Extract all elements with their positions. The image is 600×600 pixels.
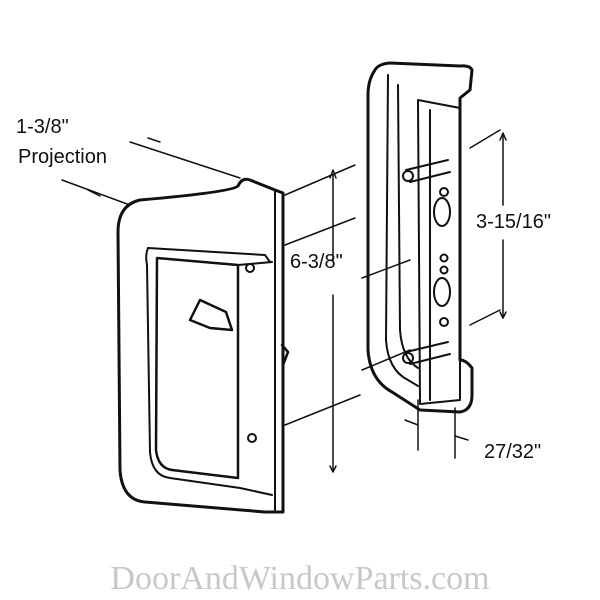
dimension-lines bbox=[61, 129, 507, 473]
projection-value: 1-3/8" bbox=[16, 116, 69, 138]
screw-icon bbox=[245, 263, 255, 273]
mounting-post bbox=[405, 341, 451, 365]
thickness-label: 27/32" bbox=[484, 441, 542, 463]
outside-handle bbox=[116, 177, 290, 514]
screw-icon bbox=[247, 433, 257, 443]
lever-icon bbox=[188, 298, 234, 332]
inside-handle bbox=[366, 61, 474, 414]
hole-spacing-label: 3-15/16" bbox=[476, 211, 551, 233]
projection-label: Projection bbox=[18, 146, 107, 168]
watermark: DoorAndWindowParts.com bbox=[110, 560, 490, 597]
mounting-post bbox=[405, 159, 451, 183]
overall-height-label: 6-3/8" bbox=[290, 251, 343, 273]
